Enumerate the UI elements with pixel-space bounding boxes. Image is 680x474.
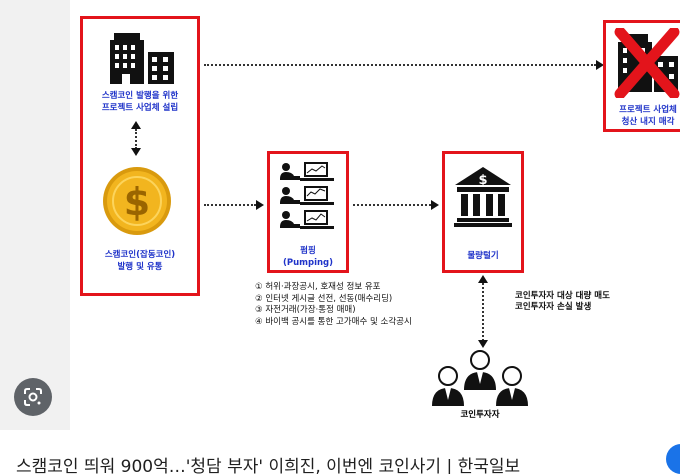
- investor-effect: 코인투자자 대상 대량 매도: [515, 291, 610, 301]
- arrow-down-head: [131, 148, 141, 156]
- arrow-right-head: [431, 200, 439, 210]
- pumping-steps-list: ① 허위·과장공시, 호재성 정보 유포 ② 인터넷 게시글 선전, 선동(매수…: [255, 282, 412, 328]
- pumping-step: ① 허위·과장공시, 호재성 정보 유포: [255, 282, 381, 292]
- arrow-down-head: [478, 340, 488, 348]
- trader-computer-icon: [280, 162, 334, 229]
- pumping-step: ④ 바이백 공시를 통한 고가매수 및 소각공시: [255, 316, 412, 327]
- investor-effects: 코인투자자 대상 대량 매도 코인투자자 손실 발생: [515, 291, 610, 313]
- svg-text:$: $: [124, 180, 150, 224]
- investors-label: 코인투자자: [460, 410, 500, 420]
- arrow-right-head: [596, 60, 604, 70]
- crossed-building-icon: [614, 28, 680, 98]
- coin-to-pumping-line: [204, 204, 256, 206]
- dump-label: 물량털기: [467, 251, 499, 261]
- pumping-step: ③ 자전거래(가장·통정 매매): [255, 305, 356, 315]
- coin-label: 스캠코인(잡동코인) 발행 및 유통: [104, 250, 176, 272]
- bank-dollar-icon: $: [454, 167, 512, 227]
- svg-text:$: $: [478, 173, 487, 188]
- building-icon: [110, 33, 174, 84]
- arrow-up-head: [131, 121, 141, 129]
- image-caption-link[interactable]: 스캠코인 띄워 900억…'청담 부자' 이희진, 이번엔 코인사기 | 한국일…: [16, 457, 521, 474]
- arrow-up-head: [478, 275, 488, 283]
- google-lens-icon: [24, 388, 42, 406]
- left-gray-strip: [0, 0, 70, 430]
- dollar-coin-icon: $: [103, 167, 171, 235]
- corner-badge[interactable]: [666, 444, 680, 474]
- company-label: 스캠코인 발행을 위한 프로젝트 사업체 설립: [101, 91, 179, 113]
- liquidation-label: 프로젝트 사업체 청산 내지 매각: [619, 105, 677, 127]
- company-coin-link: [135, 129, 137, 149]
- investor-group-icon: [432, 350, 528, 406]
- pumping-to-dump-line: [353, 204, 431, 206]
- arrow-right-head: [256, 200, 264, 210]
- google-lens-button[interactable]: [14, 378, 52, 416]
- scam-coin-diagram-image[interactable]: 스캠코인 발행을 위한 프로젝트 사업체 설립 $ 스캠코인(잡동코인) 발행 …: [70, 0, 680, 430]
- pumping-step: ② 인터넷 게시글 선전, 선동(매수리딩): [255, 293, 393, 304]
- company-to-liquidation-line: [204, 64, 596, 66]
- dump-investors-link: [482, 283, 484, 341]
- pumping-label: 펌핑 (Pumping): [282, 246, 334, 268]
- investor-effect: 코인투자자 손실 발생: [515, 302, 592, 312]
